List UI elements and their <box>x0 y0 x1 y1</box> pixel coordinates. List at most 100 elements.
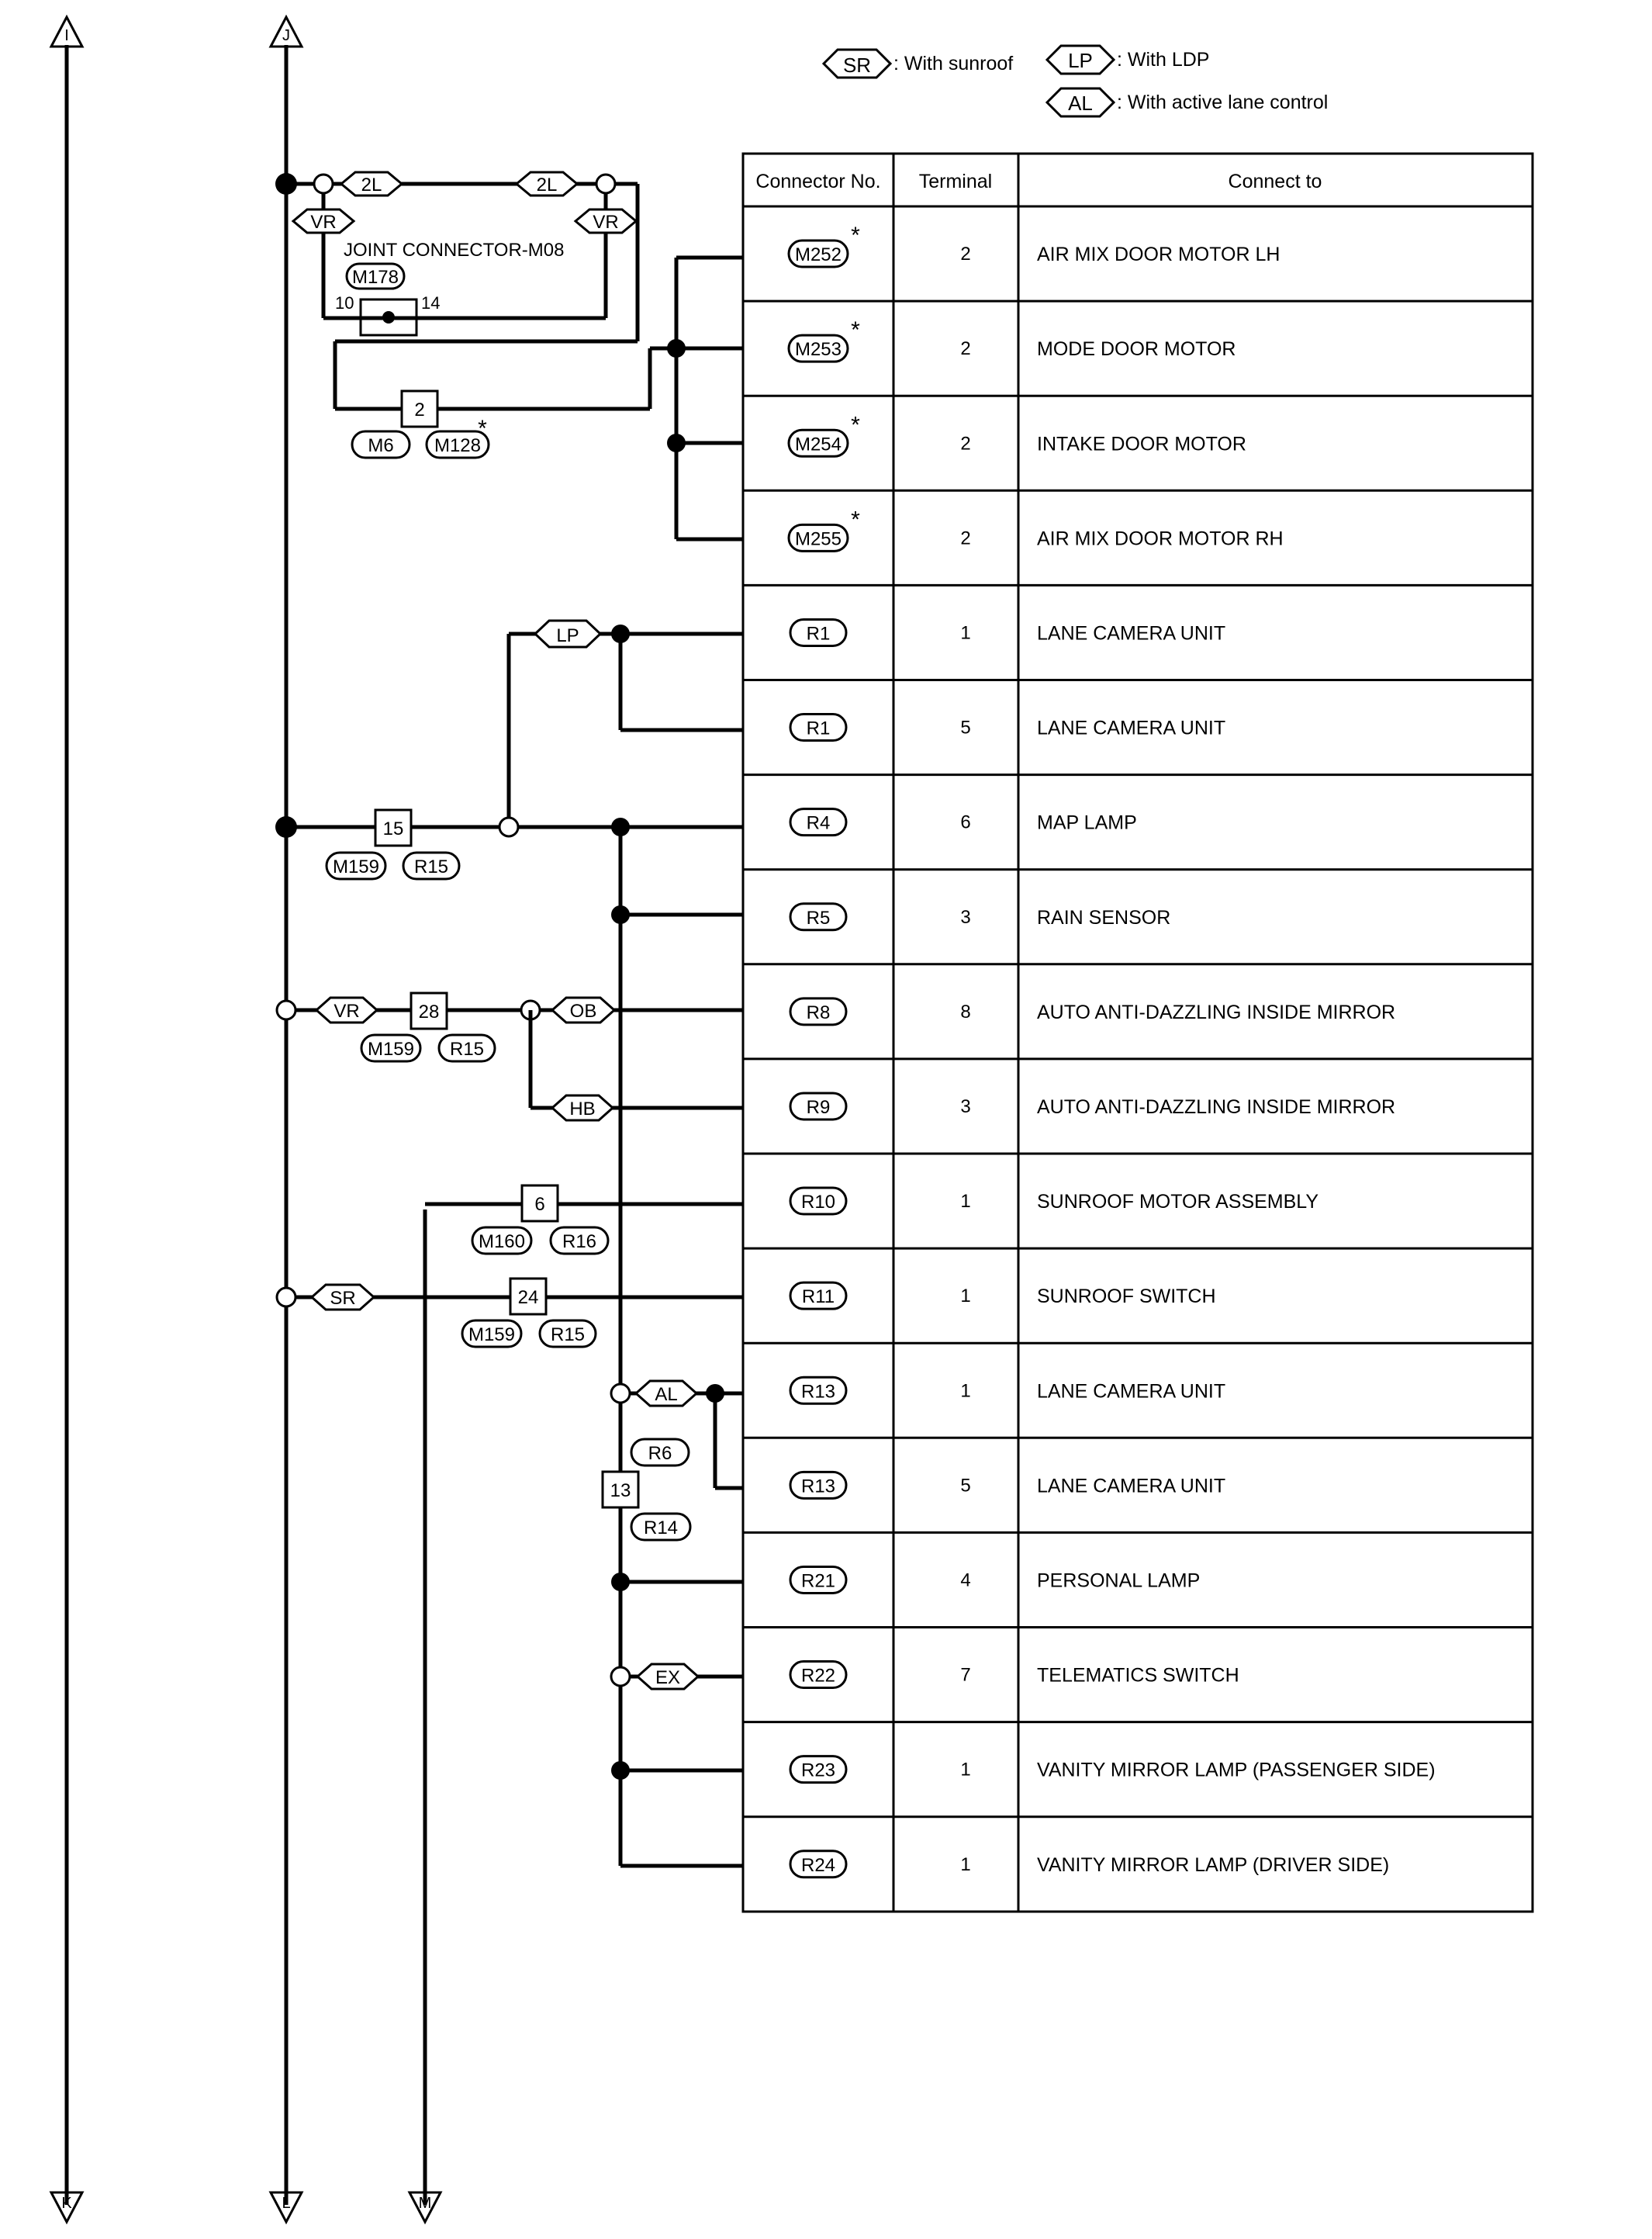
joint-connector-section: 2L 2L VR VR JOINT CONNECTOR-M08 M178 10 … <box>275 171 676 459</box>
connect-to: AUTO ANTI-DAZZLING INSIDE MIRROR <box>1037 1002 1395 1023</box>
legend-code: SR <box>843 54 871 77</box>
connect-to: TELEMATICS SWITCH <box>1037 1665 1239 1687</box>
svg-text:2L: 2L <box>361 175 382 196</box>
motor-branch <box>667 255 743 542</box>
svg-text:R6: R6 <box>648 1443 672 1464</box>
connect-to: LANE CAMERA UNIT <box>1037 718 1225 739</box>
terminal: 3 <box>960 907 970 928</box>
connector-badge <box>789 713 848 742</box>
connector-no: R8 <box>807 1002 831 1023</box>
table-row: R4 6 MAP LAMP <box>743 808 1533 871</box>
connector-badge <box>789 1470 848 1500</box>
sunroof-motor-branch: 6 M160 R16 <box>425 1184 743 1255</box>
connector-no: M253 <box>795 339 842 360</box>
svg-text:OB: OB <box>570 1001 597 1022</box>
connector-no: R9 <box>807 1097 831 1118</box>
svg-text:AL: AL <box>655 1384 677 1405</box>
connect-to: MAP LAMP <box>1037 812 1137 834</box>
connect-to: LANE CAMERA UNIT <box>1037 1380 1225 1402</box>
connector-badge <box>789 902 848 932</box>
connector-no: R24 <box>801 1855 835 1876</box>
connector-badge <box>789 1850 848 1879</box>
svg-text:SR: SR <box>330 1288 355 1309</box>
legend-text: : With LDP <box>1117 49 1209 71</box>
connector-m159: M159 <box>461 1319 523 1348</box>
connector-no: R11 <box>802 1286 835 1307</box>
bus-arrow-l: L <box>268 2191 304 2225</box>
pin-14: 14 <box>421 293 440 313</box>
connector-badge <box>789 1186 848 1216</box>
terminal: 6 <box>960 812 970 833</box>
al-branch: AL R6 13 R14 <box>601 1379 743 1542</box>
terminal: 4 <box>960 1569 970 1590</box>
connector-no: M252 <box>795 244 842 265</box>
bus-arrow-i: I <box>49 14 85 48</box>
svg-text:M6: M6 <box>368 435 393 456</box>
connector-badge <box>787 523 849 552</box>
svg-text:2L: 2L <box>537 175 558 196</box>
wire-code-vr-left: VR <box>291 208 356 234</box>
connect-to: VANITY MIRROR LAMP (DRIVER SIDE) <box>1037 1854 1389 1876</box>
svg-text:R15: R15 <box>414 856 448 877</box>
splice-28: 28 <box>410 991 448 1030</box>
terminal: 2 <box>960 338 970 359</box>
wire-code-vr: VR <box>314 996 379 1024</box>
connector-badge <box>789 997 848 1026</box>
connector-r14: R14 <box>630 1512 692 1542</box>
joint-connector-title: JOINT CONNECTOR-M08 <box>344 240 564 261</box>
connector-badge <box>787 428 849 458</box>
main-branch: 15 M159 R15 <box>275 808 743 1866</box>
connector-m159: M159 <box>360 1033 422 1063</box>
svg-text:24: 24 <box>518 1287 539 1308</box>
lower-branches: EX <box>610 1573 743 1868</box>
svg-text:M159: M159 <box>333 856 379 877</box>
svg-text:M160: M160 <box>479 1231 525 1252</box>
connector-no: R22 <box>801 1666 835 1687</box>
table-row: R1 5 LANE CAMERA UNIT <box>743 713 1533 777</box>
legend-text: : With active lane control <box>1117 92 1328 113</box>
connector-r6: R6 <box>630 1438 690 1467</box>
arrow-label: I <box>64 27 69 44</box>
terminal: 2 <box>960 528 970 549</box>
svg-text:EX: EX <box>655 1667 680 1688</box>
legend-lp: LP : With LDP <box>1045 44 1209 75</box>
svg-text:2: 2 <box>414 400 424 420</box>
legend-code: LP <box>1068 49 1093 72</box>
svg-text:VR: VR <box>593 212 618 233</box>
connector-badge <box>789 1092 848 1121</box>
terminal: 5 <box>960 718 970 739</box>
connector-badge <box>789 1755 848 1784</box>
connector-r16: R16 <box>549 1226 610 1255</box>
arrow-label: J <box>282 27 290 44</box>
svg-text:M128: M128 <box>434 435 481 456</box>
connect-to: AIR MIX DOOR MOTOR RH <box>1037 528 1284 549</box>
legend-code: AL <box>1068 92 1093 115</box>
svg-text:R15: R15 <box>450 1039 484 1060</box>
connector-no: R4 <box>807 813 831 834</box>
asterisk: * <box>851 507 860 532</box>
pin-10: 10 <box>335 293 354 313</box>
terminal: 2 <box>960 244 970 265</box>
connector-badge <box>789 1660 848 1690</box>
connector-no: R1 <box>807 718 831 739</box>
splice-13: 13 <box>601 1470 640 1509</box>
connect-to: PERSONAL LAMP <box>1037 1569 1200 1591</box>
legend-text: : With sunroof <box>893 53 1013 74</box>
connect-to: LANE CAMERA UNIT <box>1037 622 1225 644</box>
asterisk: * <box>478 416 487 441</box>
connector-m159: M159 <box>325 851 387 881</box>
vr-branch: VR 28 M159 R15 OB HB <box>275 991 743 1122</box>
terminal: 1 <box>960 1760 970 1780</box>
svg-text:M159: M159 <box>368 1039 414 1060</box>
terminal: 1 <box>960 1854 970 1875</box>
arrow-label: M <box>419 2195 432 2212</box>
connect-to: SUNROOF MOTOR ASSEMBLY <box>1037 1191 1318 1213</box>
